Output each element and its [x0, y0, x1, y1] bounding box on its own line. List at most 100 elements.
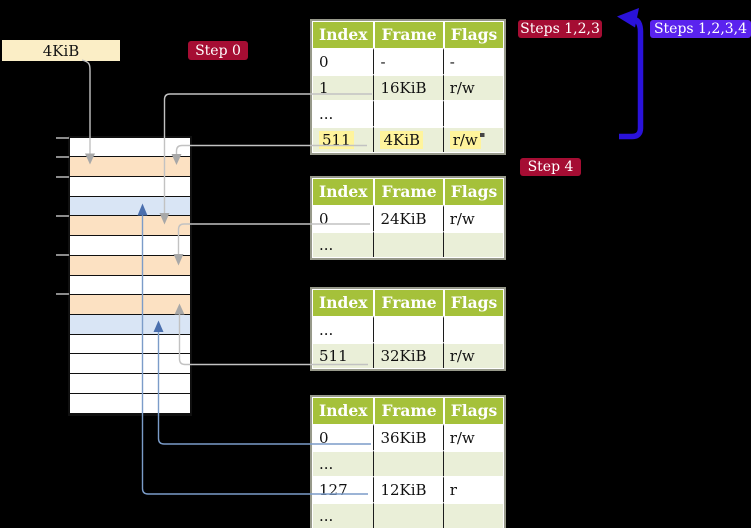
col-header-frame: Frame [373, 179, 443, 205]
table-cell: 0 [313, 424, 374, 450]
table-cell: ... [313, 450, 374, 476]
col-header-frame: Frame [373, 22, 443, 48]
table-cell: r/w [442, 205, 504, 231]
big-steps-arrow [619, 16, 644, 140]
table-cell: 24KiB [373, 205, 443, 231]
frame-size-text: 4KiB [42, 41, 80, 60]
col-header-flags: Flags [442, 22, 504, 48]
col-header-flags: Flags [442, 179, 504, 205]
memory-frame-row-white [70, 333, 190, 354]
address-tick [56, 254, 69, 257]
memory-frame-row-blue [70, 313, 190, 334]
table-cell: 511 [313, 342, 374, 368]
step0-text: Step 0 [195, 42, 241, 59]
highlighted-value: 511 [319, 131, 354, 149]
col-header-frame: Frame [373, 398, 443, 424]
table-row: ... [313, 502, 504, 528]
table-cell: 16KiB [373, 74, 443, 100]
table-cell [442, 450, 504, 476]
table-cell: 511 [313, 126, 374, 152]
memory-frame-row-white [70, 235, 190, 255]
table-cell: r [442, 476, 504, 502]
steps123-text: Steps 1,2,3 [520, 21, 600, 37]
table-cell: - [373, 48, 443, 74]
memory-frame-row-white [70, 137, 190, 157]
table-cell [373, 100, 443, 126]
memory-frame-row-white [70, 373, 190, 393]
memory-frame-row-white [70, 353, 190, 374]
table-row: ... [313, 450, 504, 476]
table-cell [373, 502, 443, 528]
table-cell: - [442, 48, 504, 74]
col-header-index: Index [313, 179, 374, 205]
table-cell: ... [313, 502, 374, 528]
table-cell [373, 450, 443, 476]
highlighted-value: r/w [449, 131, 481, 149]
memory-frame-row-white [70, 274, 190, 295]
address-tick [56, 214, 69, 217]
table-cell [442, 100, 504, 126]
memory-frame-row-orange [70, 156, 190, 176]
table-cell: 1 [313, 74, 374, 100]
table-cell: ... [313, 100, 374, 126]
memory-frame-row-orange [70, 294, 190, 314]
table-cell: r/w [442, 74, 504, 100]
table-cell: 36KiB [373, 424, 443, 450]
steps123-badge: Steps 1,2,3 [518, 20, 602, 38]
table-cell [442, 502, 504, 528]
table-cell: r/w [442, 126, 504, 152]
table-header-row: Index Frame Flags [313, 179, 504, 205]
steps1234-badge: Steps 1,2,3,4 [650, 20, 751, 38]
highlighted-value: 4KiB [380, 131, 424, 149]
table-cell: 0 [313, 205, 374, 231]
memory-frame-row-white [70, 392, 190, 413]
physical-memory-column [68, 135, 192, 416]
table-cell [442, 316, 504, 342]
address-tick [56, 136, 69, 139]
table-cell: 12KiB [373, 476, 443, 502]
frame-size-label: 4KiB [2, 40, 120, 61]
step0-badge: Step 0 [188, 41, 248, 60]
memory-frame-row-white [70, 175, 190, 196]
table-header-row: Index Frame Flags [313, 290, 504, 316]
table-cell: 0 [313, 48, 374, 74]
table-cell: r/w [442, 424, 504, 450]
memory-frame-row-blue [70, 195, 190, 216]
table-cell: 127 [313, 476, 374, 502]
table-cell [373, 316, 443, 342]
col-header-flags: Flags [442, 290, 504, 316]
col-header-flags: Flags [442, 398, 504, 424]
col-header-index: Index [313, 22, 374, 48]
table-header-row: Index Frame Flags [313, 22, 504, 48]
address-tick [56, 156, 69, 159]
col-header-index: Index [313, 290, 374, 316]
table-cell: r/w [442, 342, 504, 368]
table-row: ... [313, 231, 504, 257]
col-header-frame: Frame [373, 290, 443, 316]
table-row: ... [313, 100, 504, 126]
table-cell: ... [313, 231, 374, 257]
step4-text: Step 4 [527, 159, 574, 175]
table-row: ... [313, 316, 504, 342]
steps1234-text: Steps 1,2,3,4 [653, 21, 748, 37]
table-header-row: Index Frame Flags [313, 398, 504, 424]
step4-badge: Step 4 [520, 158, 581, 176]
table-cell [442, 231, 504, 257]
memory-frame-row-orange [70, 215, 190, 236]
table-row: 511 4KiB r/w [313, 126, 504, 152]
table-cell [373, 231, 443, 257]
address-tick [56, 293, 69, 296]
memory-frame-row-orange [70, 254, 190, 275]
table-cell: 4KiB [373, 126, 443, 152]
table-row: 0-- [313, 48, 504, 74]
